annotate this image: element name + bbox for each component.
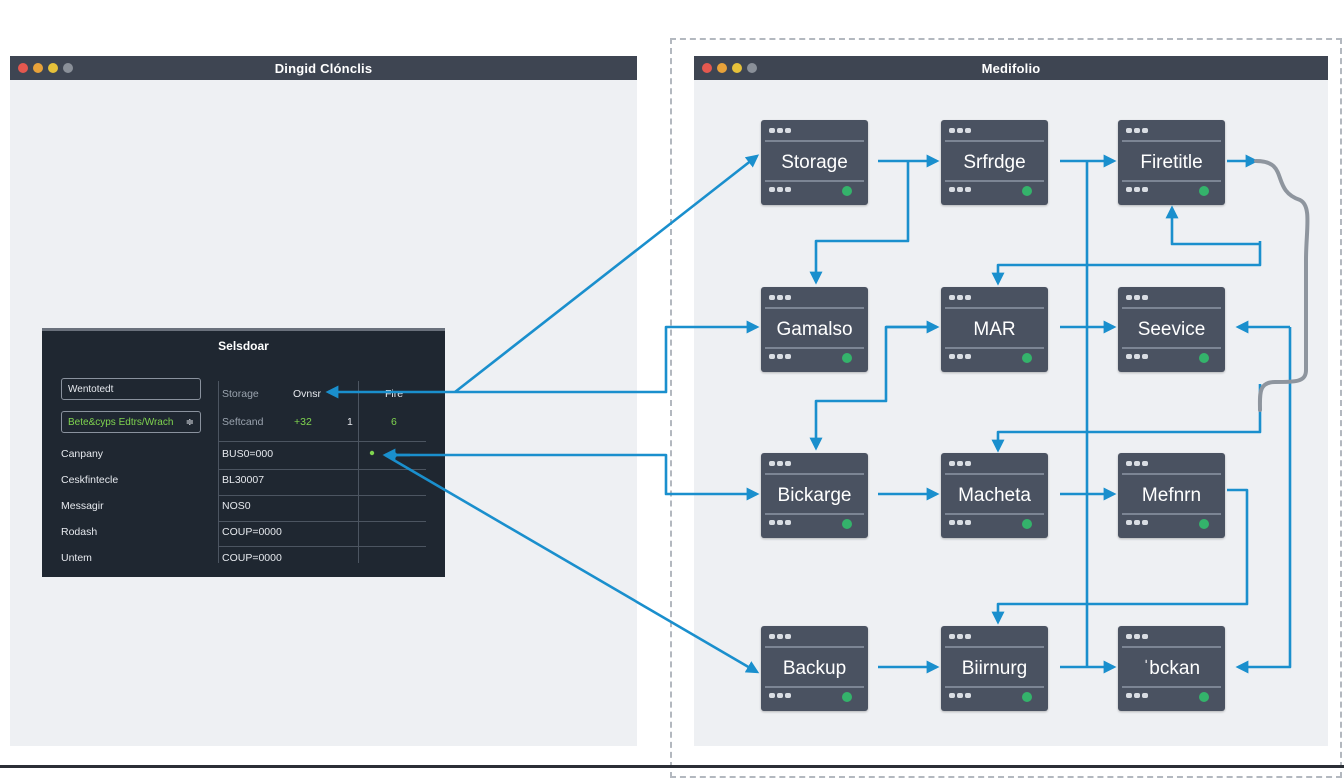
link-loop-macheta	[991, 384, 1262, 453]
origin-dot	[369, 450, 375, 456]
close-icon[interactable]	[18, 63, 28, 73]
status-icon	[1199, 692, 1209, 702]
minimize-icon[interactable]	[717, 63, 727, 73]
link-panel-bickarge	[385, 453, 760, 501]
header-owner: Ovnsr	[293, 388, 322, 400]
link-right-bckan	[1235, 327, 1292, 674]
divider	[218, 441, 426, 442]
right-window-title: Medifolio	[981, 60, 1041, 76]
node-label: ˈbckan	[1142, 658, 1201, 679]
zoom-icon[interactable]	[732, 63, 742, 73]
origin-dot	[391, 452, 397, 458]
divider	[218, 495, 426, 496]
row-select-v2: 1	[347, 416, 353, 428]
minimize-icon[interactable]	[33, 63, 43, 73]
link-storage-gamalso	[809, 161, 910, 285]
link-panel-backup	[384, 453, 760, 674]
name-field[interactable]: Wentotedt	[61, 378, 201, 400]
node-label: Storage	[781, 152, 848, 173]
server-node-mefnrn[interactable]: Mefnrn	[1118, 453, 1225, 538]
row-select-v1: +32	[294, 416, 312, 428]
server-node-mar[interactable]: MAR	[941, 287, 1048, 372]
link-panel-storage	[454, 154, 760, 394]
row-label: Rodash	[61, 526, 98, 538]
link-panel-gamalso	[455, 320, 760, 394]
close-icon[interactable]	[702, 63, 712, 73]
link-gamalso-mar-back	[809, 325, 937, 451]
divider	[218, 521, 426, 522]
extra-icon[interactable]	[747, 63, 757, 73]
server-node-backup[interactable]: Backup	[761, 626, 868, 711]
row-select-v3: 6	[391, 416, 397, 428]
server-node-gamalso[interactable]: Gamalso	[761, 287, 868, 372]
divider	[218, 546, 426, 547]
header-storage: Storage	[222, 388, 259, 400]
row-label: Untem	[61, 552, 92, 564]
status-icon	[1199, 353, 1209, 363]
link-up-firetitle	[1165, 205, 1260, 246]
divider	[218, 381, 219, 563]
server-node-srfrdge[interactable]: Srfrdge	[941, 120, 1048, 205]
node-label: Seevice	[1137, 319, 1206, 340]
row-value: BUS0=000	[222, 448, 274, 460]
status-icon	[1199, 186, 1209, 196]
window-controls	[18, 63, 73, 73]
link-loop-firetitle	[991, 241, 1262, 286]
name-field-value: Wentotedt	[68, 383, 114, 395]
node-label: Backup	[782, 658, 847, 679]
settings-panel: Selsdoar Wentotedt Bete&cyps Edtrs/Wrach…	[42, 328, 445, 577]
editor-select[interactable]: Bete&cyps Edtrs/Wrach ≑	[61, 411, 201, 433]
left-window-title: Dingid Clónclis	[274, 60, 373, 76]
link-mefnrn-biirnurg	[991, 488, 1249, 625]
node-label: Bickarge	[777, 485, 852, 506]
node-label: Gamalso	[776, 319, 853, 340]
window-controls	[702, 63, 757, 73]
row-value: NOS0	[222, 500, 251, 512]
status-icon	[842, 519, 852, 529]
zoom-icon[interactable]	[48, 63, 58, 73]
row-value: COUP=0000	[222, 552, 282, 564]
cable-line	[1254, 159, 1310, 412]
row-value: COUP=0000	[222, 526, 282, 538]
status-icon	[1022, 186, 1032, 196]
server-node-macheta[interactable]: Macheta	[941, 453, 1048, 538]
divider	[358, 381, 359, 563]
status-icon	[842, 353, 852, 363]
server-node-storage[interactable]: Storage	[761, 120, 868, 205]
divider	[218, 469, 426, 470]
editor-select-value: Bete&cyps Edtrs/Wrach	[68, 416, 174, 428]
node-label: MAR	[973, 319, 1016, 340]
row-value: BL30007	[222, 474, 265, 486]
status-icon	[1022, 519, 1032, 529]
server-node-biirnurg[interactable]: Biirnurg	[941, 626, 1048, 711]
extra-icon[interactable]	[63, 63, 73, 73]
status-icon	[842, 692, 852, 702]
panel-title: Selsdoar	[218, 339, 269, 353]
node-label: Srfrdge	[963, 152, 1026, 173]
row-label: Ceskfintecle	[61, 474, 119, 486]
node-label: Mefnrn	[1141, 485, 1202, 506]
status-icon	[1022, 692, 1032, 702]
server-node-firetitle[interactable]: Firetitle	[1118, 120, 1225, 205]
left-window-titlebar[interactable]: Dingid Clónclis	[10, 56, 637, 80]
status-icon	[1199, 519, 1209, 529]
status-icon	[1022, 353, 1032, 363]
bottom-border	[0, 765, 1344, 768]
select-arrow-icon: ≑	[185, 416, 194, 428]
right-window-titlebar[interactable]: Medifolio	[694, 56, 1328, 80]
server-node-bckan[interactable]: ˈbckan	[1118, 626, 1225, 711]
node-label: Biirnurg	[961, 658, 1028, 679]
row-label: Canpany	[61, 448, 104, 460]
row-select-label: Seftcand	[222, 416, 264, 428]
server-node-bickarge[interactable]: Bickarge	[761, 453, 868, 538]
node-label: Macheta	[958, 485, 1031, 506]
row-label: Messagir	[61, 500, 104, 512]
node-label: Firetitle	[1140, 152, 1203, 173]
status-icon	[842, 186, 852, 196]
server-node-seevice[interactable]: Seevice	[1118, 287, 1225, 372]
